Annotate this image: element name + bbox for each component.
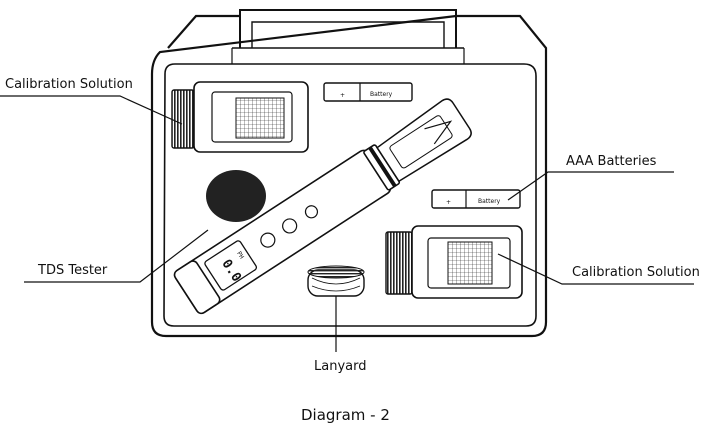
battery-top-text: Battery	[370, 91, 393, 98]
leader-lines	[0, 95, 694, 352]
case-handle	[239, 9, 457, 48]
caption: Diagram - 2	[301, 406, 390, 424]
label-tds-tester: TDS Tester	[37, 263, 108, 278]
leader-tds-tester	[24, 229, 209, 283]
tester-button-3	[304, 205, 319, 219]
tester-cap-shadow	[206, 170, 266, 222]
leader-calibration-left	[0, 95, 183, 125]
carrying-case	[150, 9, 548, 338]
leader-calibration-right	[497, 253, 694, 285]
case-body	[150, 14, 548, 338]
tester-button-1	[260, 232, 276, 248]
calibration-bottle-right	[385, 225, 523, 299]
battery-right: + Battery	[431, 189, 521, 209]
label-aaa-batteries: AAA Batteries	[566, 154, 657, 169]
tester-button-2	[282, 218, 298, 234]
display-unit: PH	[235, 250, 245, 260]
battery-right-text: Battery	[478, 198, 501, 205]
label-lanyard: Lanyard	[314, 359, 366, 374]
battery-top-plus: +	[340, 92, 345, 99]
case-tray	[163, 63, 537, 327]
battery-right-plus: +	[446, 199, 451, 206]
lanyard	[307, 265, 365, 297]
label-calibration-right: Calibration Solution	[572, 265, 700, 280]
tds-tester: 0.0 PH	[173, 98, 472, 315]
battery-top: + Battery	[323, 82, 413, 102]
leader-aaa-batteries	[507, 171, 674, 201]
calibration-bottle-left	[171, 81, 309, 153]
label-calibration-left: Calibration Solution	[5, 77, 133, 92]
